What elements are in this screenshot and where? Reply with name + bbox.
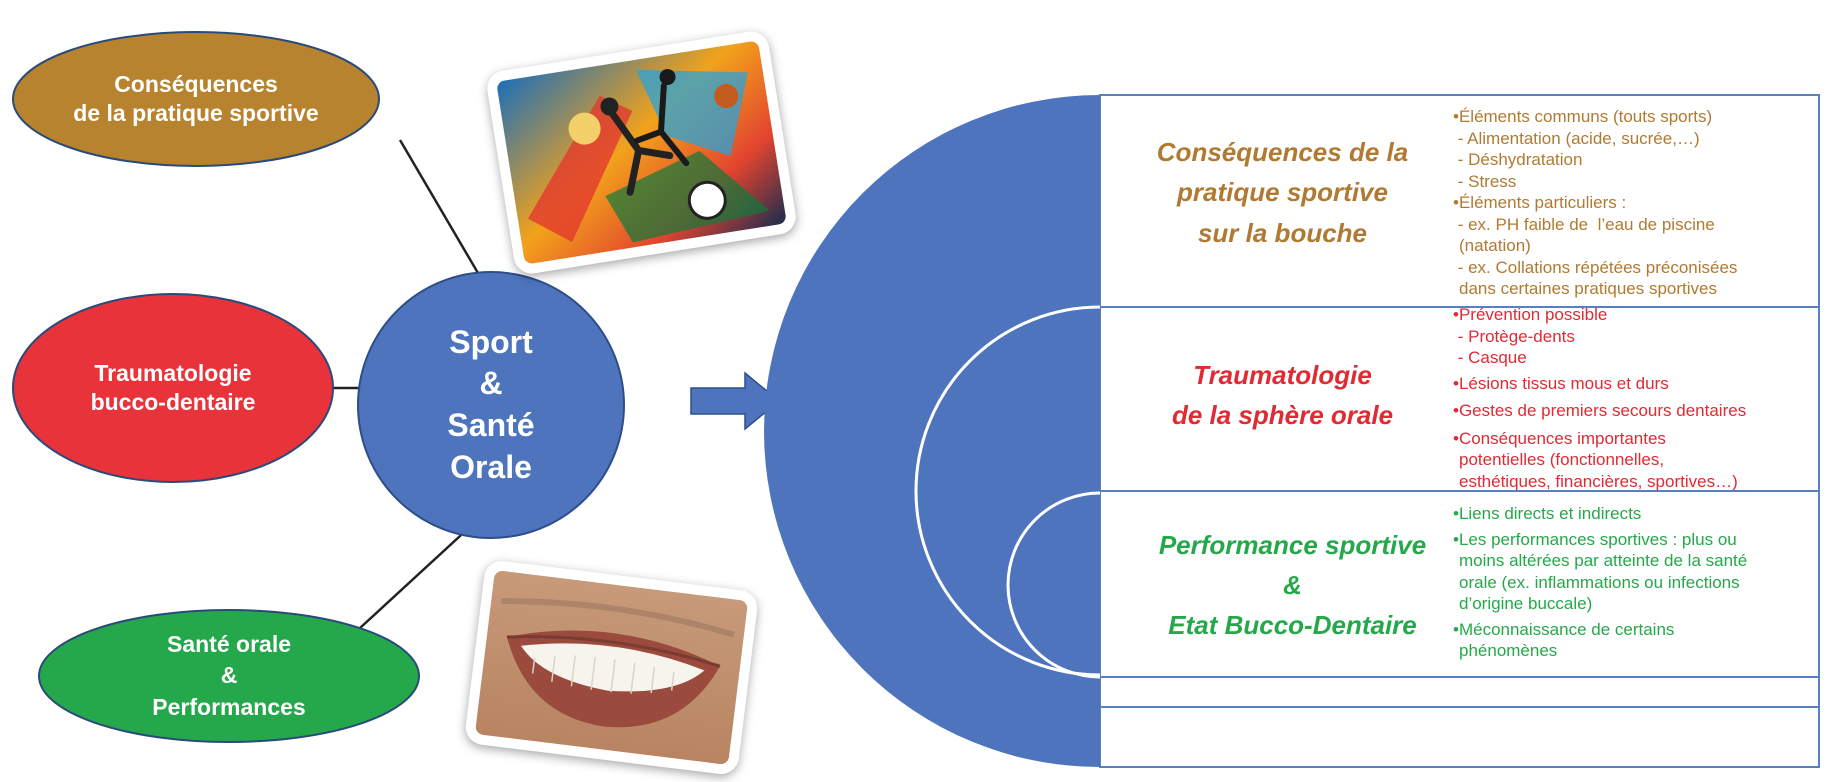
- ellipse-label-consequences: Conséquences de la pratique sportive: [73, 70, 319, 126]
- panel-bullets-traumatologie: •Prévention possible - Protège-dents - C…: [1453, 305, 1747, 491]
- right-arrow: [690, 371, 781, 431]
- ellipse-label-traumatologie: Traumatologie bucco-dentaire: [90, 359, 256, 415]
- connector-bottom: [359, 524, 473, 629]
- center-circle: [357, 271, 625, 539]
- smile-image: [463, 558, 760, 777]
- panel-title-performance: Performance sportive & Etat Bucco-Dentai…: [1158, 529, 1427, 641]
- ellipse-sante-orale: [38, 609, 420, 743]
- sports-collage-image: [484, 28, 799, 277]
- panel-bullets-performance: •Liens directs et indirects •Les perform…: [1453, 504, 1748, 660]
- center-label: Sport & Santé Orale: [447, 323, 535, 485]
- panel-title-traumatologie: Traumatologie de la sphère orale: [1171, 359, 1394, 430]
- ellipse-consequences: [12, 31, 380, 167]
- ellipse-traumatologie: [12, 293, 334, 483]
- inner-arc-2: [1006, 491, 1101, 679]
- panel-box-1: [1099, 94, 1820, 308]
- large-semicircle: [764, 95, 1100, 767]
- panel-box-5: [1099, 706, 1820, 768]
- ellipse-label-sante-orale: Santé orale & Performances: [152, 631, 306, 720]
- connector-top: [398, 139, 487, 286]
- inner-arc-1: [914, 305, 1101, 677]
- panel-bullets-consequences: •Éléments communs (touts sports) - Alime…: [1453, 107, 1738, 298]
- panel-title-consequences: Conséquences de la pratique sportive sur…: [1156, 137, 1409, 248]
- panel-box-4: [1099, 676, 1820, 708]
